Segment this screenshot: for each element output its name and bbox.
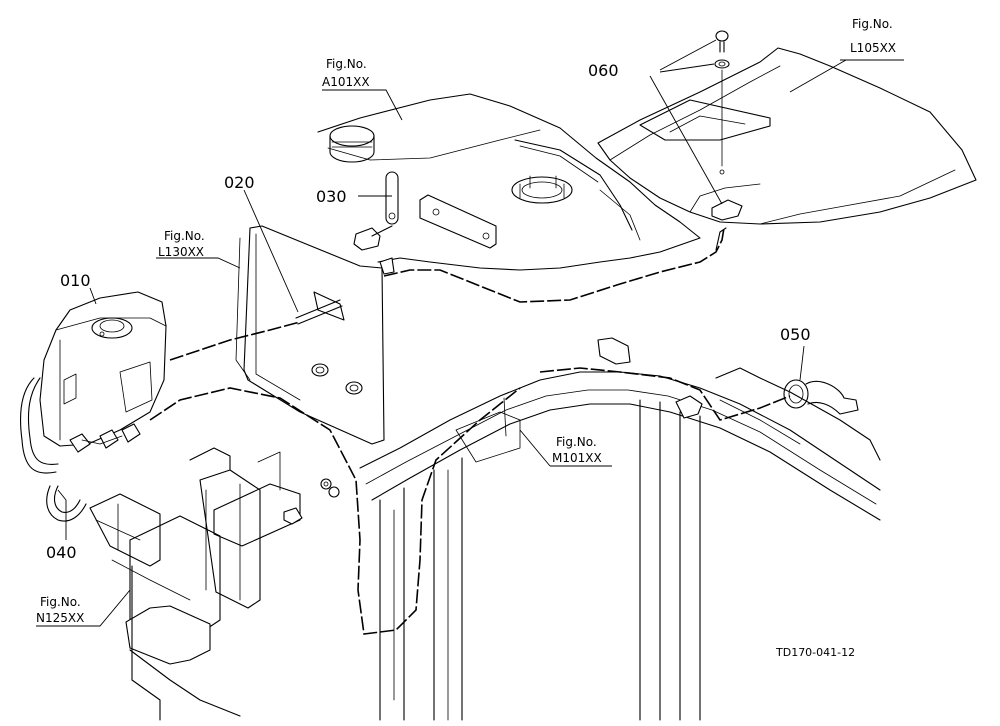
figure-ref-code: L105XX: [850, 41, 896, 55]
part-label-010: 010: [60, 271, 91, 290]
support-brackets: [89, 447, 340, 721]
drawing-id: TD170-041-12: [775, 646, 855, 659]
mounting-plate: [235, 225, 395, 445]
figure-ref-code: L130XX: [158, 245, 204, 259]
hose-040: [19, 377, 87, 522]
figure-ref-title: Fig.No.: [326, 57, 367, 71]
part-label-030: 030: [316, 187, 347, 206]
clamp-030: [353, 171, 497, 251]
figure-ref-code: A101XX: [322, 75, 370, 89]
figure-ref-code: M101XX: [552, 451, 602, 465]
part-label-020: 020: [224, 173, 255, 192]
figure-ref-n125xx: Fig.No. N125XX: [36, 595, 84, 625]
figure-ref-title: Fig.No.: [556, 435, 597, 449]
part-label-060: 060: [588, 61, 619, 80]
figure-ref-l105xx: Fig.No. L105XX: [850, 17, 896, 55]
fuel-tank-010: [39, 291, 167, 453]
part-label-050: 050: [780, 325, 811, 344]
fender-panel: [597, 47, 977, 225]
figure-ref-title: Fig.No.: [852, 17, 893, 31]
part-label-040: 040: [46, 543, 77, 562]
part-labels: 010 020 030 040 050 060: [46, 61, 811, 562]
figure-ref-m101xx: Fig.No. M101XX: [552, 435, 602, 465]
fuel-lines: [149, 227, 791, 635]
fuel-tank-cover: [317, 93, 701, 271]
figure-ref-l130xx: Fig.No. L130XX: [158, 229, 205, 259]
figure-ref-a101xx: Fig.No. A101XX: [322, 57, 370, 89]
figure-ref-title: Fig.No.: [40, 595, 81, 609]
leader-lines: [36, 39, 904, 627]
figure-ref-title: Fig.No.: [164, 229, 205, 243]
figure-references: Fig.No. A101XX Fig.No. L105XX Fig.No. L1…: [36, 17, 896, 625]
fasteners-060: [714, 30, 730, 175]
figure-ref-code: N125XX: [36, 611, 84, 625]
frame-structure: [359, 337, 881, 721]
